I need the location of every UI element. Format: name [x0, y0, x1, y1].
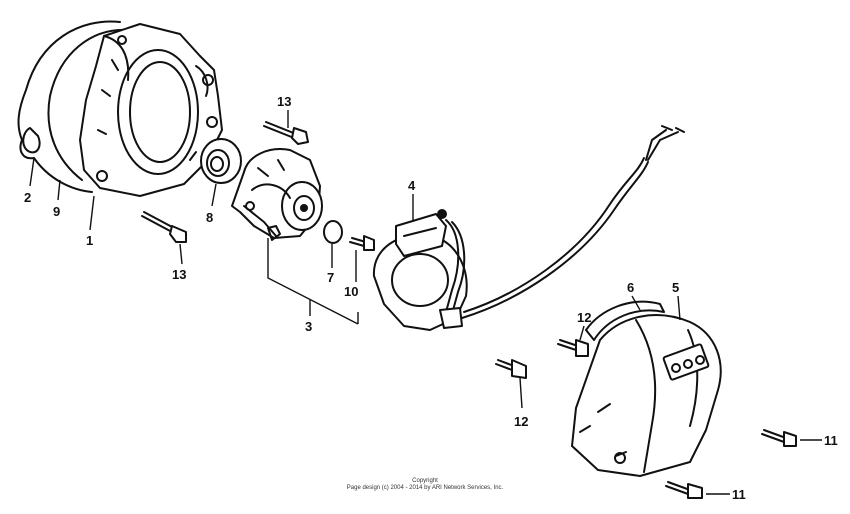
part-12-upper-screw	[557, 339, 589, 357]
part-12-lower-screw	[495, 359, 527, 379]
part-11-lower-bolt	[665, 481, 703, 499]
callout-12-upper: 12	[577, 310, 591, 325]
page-design-credit: Page design (c) 2004 - 2014 by ARI Netwo…	[346, 485, 504, 491]
callout-10: 10	[344, 284, 358, 299]
part-7-washer	[323, 220, 343, 244]
part-10-screw	[349, 235, 375, 251]
callout-11-right: 11	[824, 433, 838, 448]
callout-13-lower: 13	[172, 267, 186, 282]
leader-lines	[29, 110, 822, 495]
callout-9: 9	[53, 204, 60, 219]
callout-13-upper: 13	[277, 94, 291, 109]
part-5-cover	[571, 314, 722, 477]
callout-4: 4	[408, 178, 416, 193]
callout-3: 3	[305, 319, 312, 334]
part-13-lower-bolt	[141, 211, 187, 243]
copyright-line: Copyright	[412, 478, 438, 484]
callout-12-lower: 12	[514, 414, 528, 429]
part-6-cover-gasket	[585, 300, 665, 341]
part-3-stator-assembly	[231, 148, 323, 241]
part-13-upper-bolt	[263, 121, 309, 145]
callout-5: 5	[672, 280, 679, 295]
callout-6: 6	[627, 280, 634, 295]
wire-lead	[461, 125, 685, 319]
callout-labels: 2 9 1 8 13 13 3 7 10 4 6 5 12 12 11 11	[24, 94, 838, 502]
part-11-right-bolt	[761, 429, 797, 447]
part-4-pulser-coil	[372, 209, 468, 331]
part-8-oil-seal	[200, 138, 242, 184]
callout-8: 8	[206, 210, 213, 225]
part-housing-group	[17, 20, 223, 197]
callout-2: 2	[24, 190, 31, 205]
callout-11-lower: 11	[732, 487, 746, 502]
callout-7: 7	[327, 270, 334, 285]
callout-1: 1	[86, 233, 93, 248]
